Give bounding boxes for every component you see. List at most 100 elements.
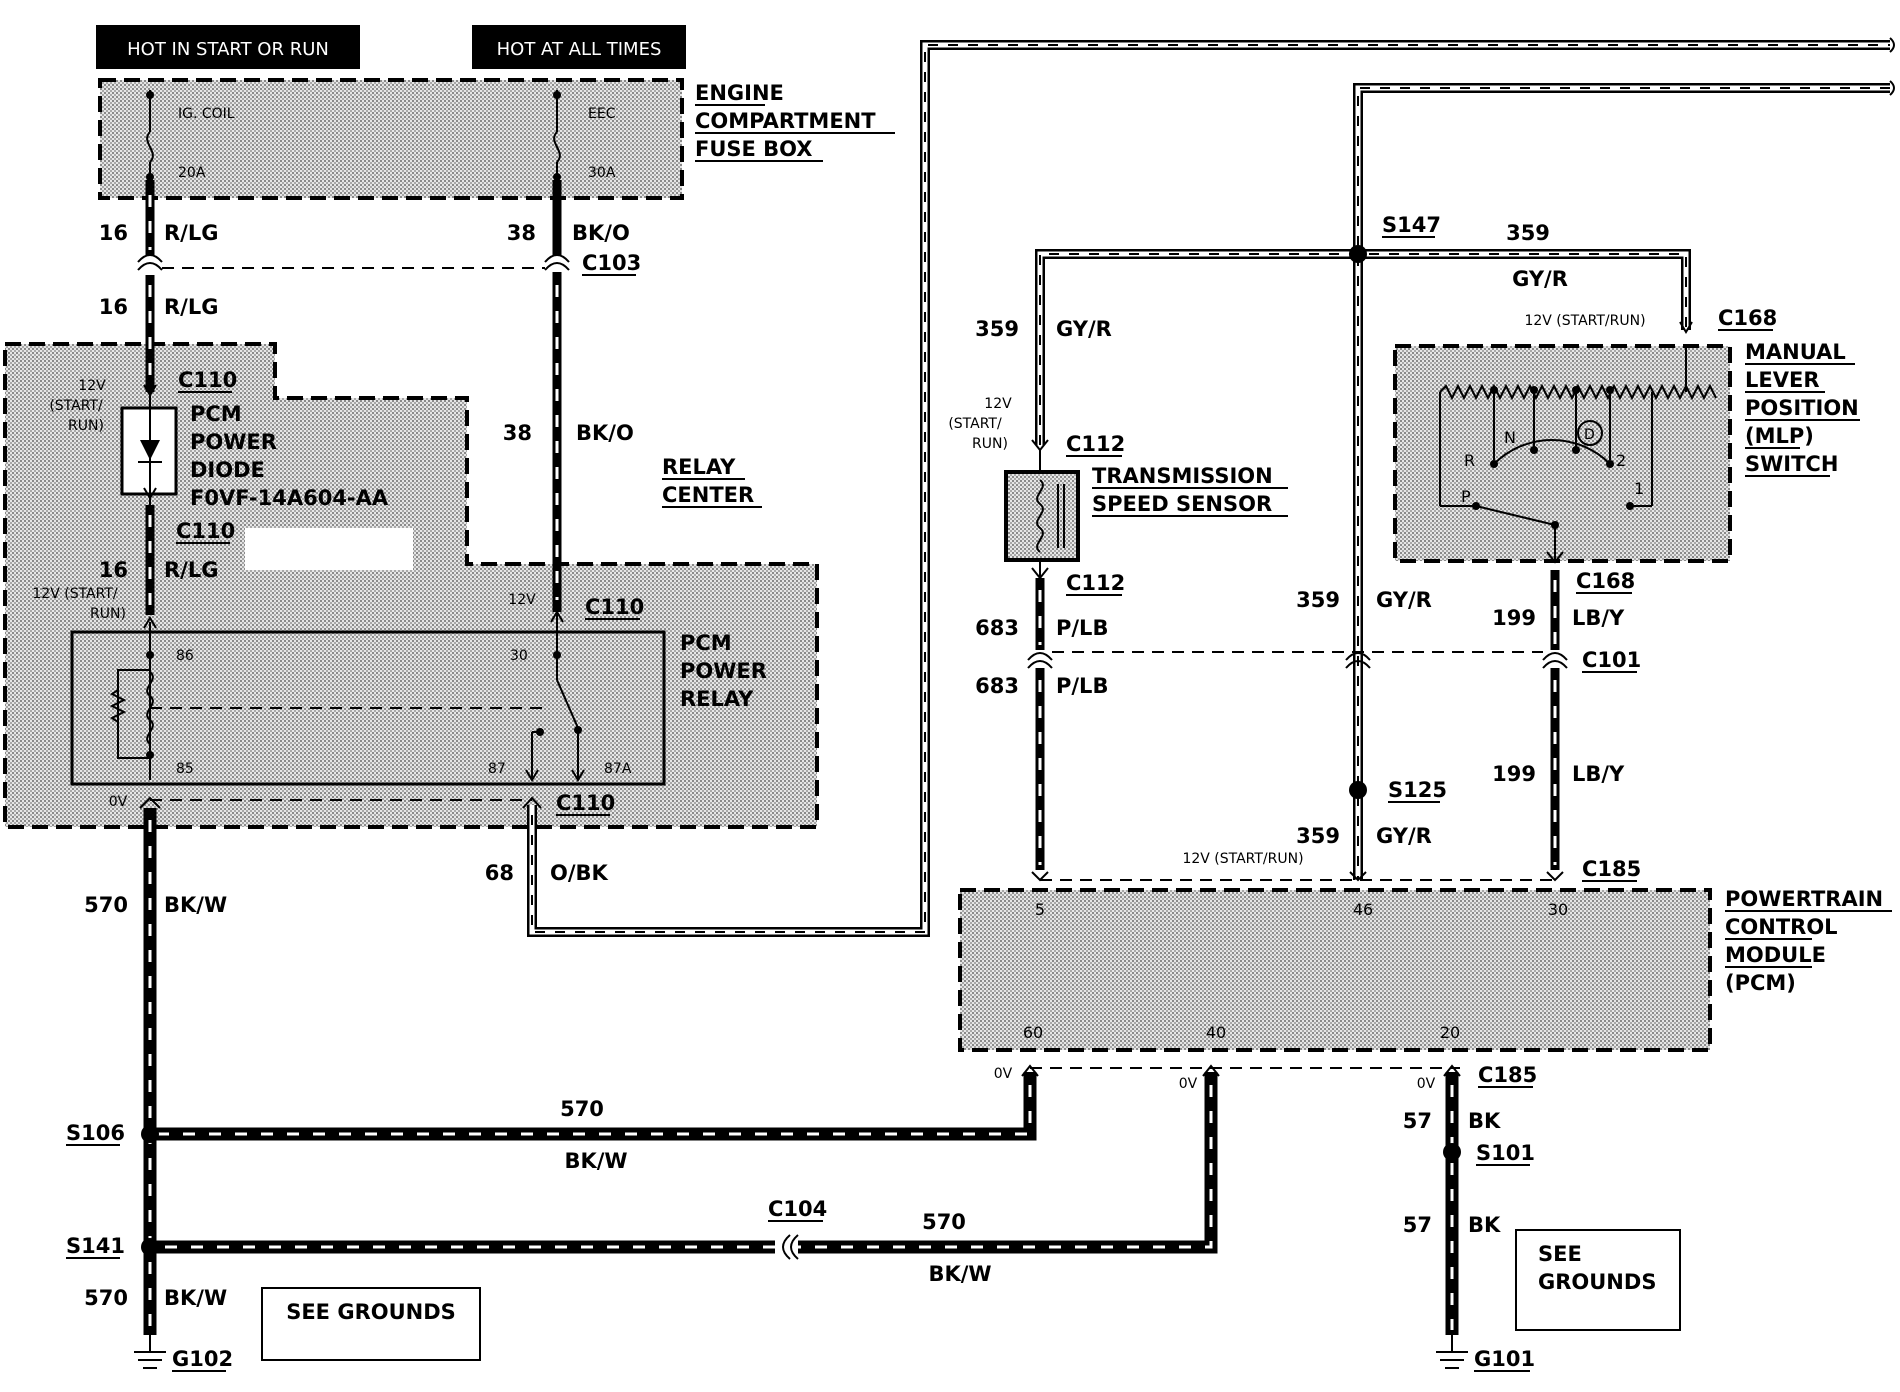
see-grounds-left-label: SEE GROUNDS [286,1300,456,1324]
relay-title-2: POWER [680,659,767,683]
wire-color-bkw-c: BK/W [928,1262,991,1286]
fuse-box-title-2: COMPARTMENT [695,109,876,133]
wire-num-683-b: 683 [975,674,1019,698]
mlp-switch-box [1393,344,1732,563]
wire-color-bk-b: BK [1468,1213,1501,1237]
wire-num-57-a: 57 [1403,1109,1432,1133]
mlp-pos-n: N [1504,428,1516,447]
splice-s101 [1443,1143,1461,1161]
wire-color-bk-a: BK [1468,1109,1501,1133]
v-0-pcm-40: 0V [1179,1076,1198,1092]
wire-color-bko-a: BK/O [572,221,630,245]
mlp-pos-d: D [1584,427,1595,443]
relay-title-1: PCM [680,631,732,655]
wire-color-plb-a: P/LB [1056,616,1108,640]
connector-c101: C101 [1582,648,1641,672]
pcm-title-4: (PCM) [1725,971,1796,995]
diode-part-number: F0VF-14A604-AA [190,486,389,510]
connector-c168-top: C168 [1718,306,1777,330]
connector-c185-top: C185 [1582,857,1641,881]
relay-center-box [3,342,819,829]
connector-c168-bottom: C168 [1576,569,1635,593]
mlp-title-2: LEVER [1745,368,1820,392]
splice-s141-label: S141 [66,1234,125,1258]
ground-g102-label: G102 [172,1347,233,1371]
pcm-pin-60: 60 [1023,1023,1043,1042]
pcm-power-relay [70,630,666,786]
connector-c104: C104 [768,1197,827,1221]
relay-pin-85: 85 [176,761,194,777]
diode-title-3: DIODE [190,458,265,482]
see-grounds-right-1: SEE [1538,1242,1582,1266]
wire-color-gyr-top: GY/R [1512,267,1568,291]
mlp-title-5: SWITCH [1745,452,1838,476]
pcm-box [958,888,1712,1052]
splice-s101-label: S101 [1476,1141,1535,1165]
transmission-speed-sensor [1004,439,1080,580]
tss-title-2: SPEED SENSOR [1092,492,1272,516]
v-0-pcm-60: 0V [994,1066,1013,1082]
fuse1-amp: 20A [178,165,206,181]
pcm-title-2: CONTROL [1725,915,1838,939]
v-12-start-relay: 12V (START/ [32,586,117,602]
pcm-pin-40: 40 [1206,1023,1226,1042]
connector-c110-mid: C110 [176,519,235,543]
relay-pin-30: 30 [510,648,528,664]
splice-s141 [141,1238,159,1256]
wire-num-570-b: 570 [560,1097,604,1121]
pcm-title-3: MODULE [1725,943,1826,967]
relay-pin-87a: 87A [604,761,632,777]
pcm-pin-5: 5 [1035,900,1045,919]
mlp-title-1: MANUAL [1745,340,1846,364]
wire-683-plb [1027,578,1053,882]
v-12-tss: 12V [984,396,1012,412]
mlp-pos-2: 2 [1616,451,1626,470]
wire-num-359-mid: 359 [1296,588,1340,612]
v-run-diode: RUN) [68,418,104,434]
pcm-power-diode [120,384,178,508]
v-12-start-run-mlp: 12V (START/RUN) [1524,313,1645,329]
connector-c110-bottom: C110 [556,791,615,815]
wire-color-lby-b: LB/Y [1572,762,1625,786]
mlp-pos-p: P [1461,487,1471,506]
fuse1-name: IG. COIL [178,106,235,122]
relay-internals [109,610,585,782]
see-grounds-box-right [1515,1229,1681,1331]
wire-color-gyr-mid: GY/R [1376,588,1432,612]
mlp-pos-r: R [1464,451,1475,470]
mlp-pos-1: 1 [1634,479,1644,498]
fuse2-name: EEC [588,106,616,122]
wire-num-199-b: 199 [1492,762,1536,786]
splice-s106 [141,1125,159,1143]
splice-s147-label: S147 [1382,213,1441,237]
connector-c112-bottom: C112 [1066,571,1125,595]
ground-g101-symbol [1436,1335,1468,1369]
v-run-tss: RUN) [972,436,1008,452]
blank-label-patch [245,528,413,570]
fuse-box [98,78,684,200]
mlp-title-4: (MLP) [1745,424,1814,448]
splice-s125 [1349,781,1367,799]
pcm-pin-30: 30 [1548,900,1568,919]
wire-num-16-b: 16 [99,295,128,319]
wire-color-rlg-a: R/LG [164,221,218,245]
hot-start-run-label: HOT IN START OR RUN [127,39,329,60]
relay-center-title-2: CENTER [662,483,754,507]
wire-num-68: 68 [485,861,514,885]
pcm-pin-46: 46 [1353,900,1373,919]
wire-199-lby [1542,570,1568,882]
wire-num-570-c: 570 [922,1210,966,1234]
hot-all-times-label: HOT AT ALL TIMES [497,39,662,60]
splice-s125-label: S125 [1388,778,1447,802]
v-start-tss: (START/ [948,416,1002,432]
wire-num-570-a: 570 [84,893,128,917]
relay-center-title-1: RELAY [662,455,736,479]
wire-color-gyr-low: GY/R [1376,824,1432,848]
connector-c112-top: C112 [1066,432,1125,456]
wire-num-38-a: 38 [507,221,536,245]
diode-title-2: POWER [190,430,277,454]
wire-38-bko [544,180,570,612]
v-0-relay: 0V [109,794,128,810]
